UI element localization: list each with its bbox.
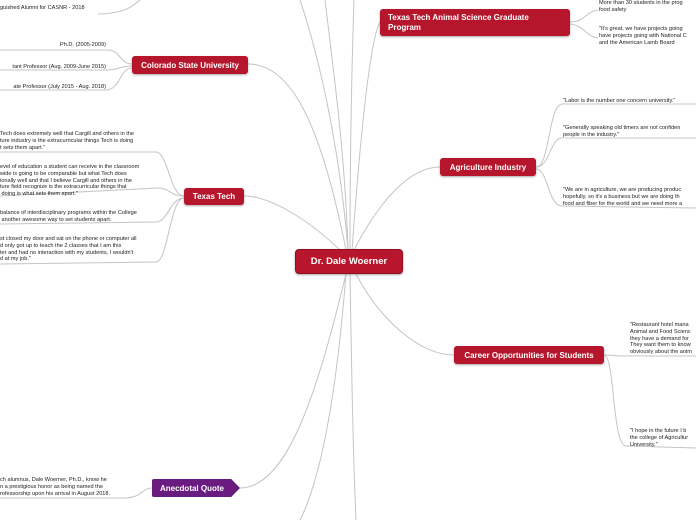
- leaf-agriculture-quote-3: "We are in agriculture, we are producing…: [563, 187, 683, 207]
- branch-career-opportunities[interactable]: Career Opportunities for Students: [454, 346, 604, 364]
- branch-career-opportunities-label: Career Opportunities for Students: [464, 350, 594, 360]
- leaf-texas-tech-quote-3: balance of interdisciplinary programs wi…: [0, 210, 137, 223]
- branch-agriculture-industry[interactable]: Agriculture Industry: [440, 158, 536, 176]
- central-topic[interactable]: Dr. Dale Woerner: [295, 249, 403, 274]
- branch-anecdotal-quote[interactable]: Anecdotal Quote: [152, 479, 240, 497]
- leaf-assistant-professor: tant Professor (Aug. 2009-June 2015): [12, 64, 106, 70]
- leaf-associate-professor: ate Professor (July 2015 - Aug. 2018): [13, 84, 106, 90]
- leaf-career-quote-1: "Restaurant hotel mana Animal and Food S…: [630, 322, 692, 356]
- branch-texas-tech[interactable]: Texas Tech: [184, 188, 244, 205]
- branch-graduate-program[interactable]: Texas Tech Animal Science Graduate Progr…: [380, 9, 570, 36]
- leaf-career-quote-2: "I hope in the future I b the college of…: [630, 428, 689, 448]
- leaf-texas-tech-quote-4: st closed my door and sat on the phone o…: [0, 236, 137, 263]
- branch-anecdotal-quote-label: Anecdotal Quote: [159, 483, 224, 493]
- leaf-anecdote: ch alumnus, Dale Woerner, Ph.D., know he…: [0, 477, 111, 497]
- branch-colorado-state-label: Colorado State University: [141, 60, 239, 70]
- leaf-distinguished-alumni: guished Alumni for CASNR - 2018: [0, 5, 85, 11]
- branch-colorado-state[interactable]: Colorado State University: [132, 56, 248, 74]
- leaf-agriculture-quote-1: "Labor is the number one concern univers…: [563, 98, 676, 104]
- branch-texas-tech-label: Texas Tech: [192, 192, 236, 201]
- branch-agriculture-industry-label: Agriculture Industry: [449, 162, 527, 172]
- central-topic-label: Dr. Dale Woerner: [310, 256, 388, 267]
- leaf-texas-tech-quote-2: evel of education a student can receive …: [0, 164, 140, 198]
- leaf-graduate-projects: "It's great, we have projects going have…: [599, 26, 687, 46]
- leaf-agriculture-quote-2: "Generally speaking old timers are not c…: [563, 125, 681, 138]
- branch-graduate-program-label: Texas Tech Animal Science Graduate Progr…: [388, 12, 529, 32]
- leaf-texas-tech-quote-1: Tech does extremely well that Cargill an…: [0, 131, 135, 151]
- leaf-graduate-students: More than 30 students in the prog food s…: [599, 0, 683, 13]
- leaf-phd: Ph.D. (2005-2009): [59, 42, 106, 48]
